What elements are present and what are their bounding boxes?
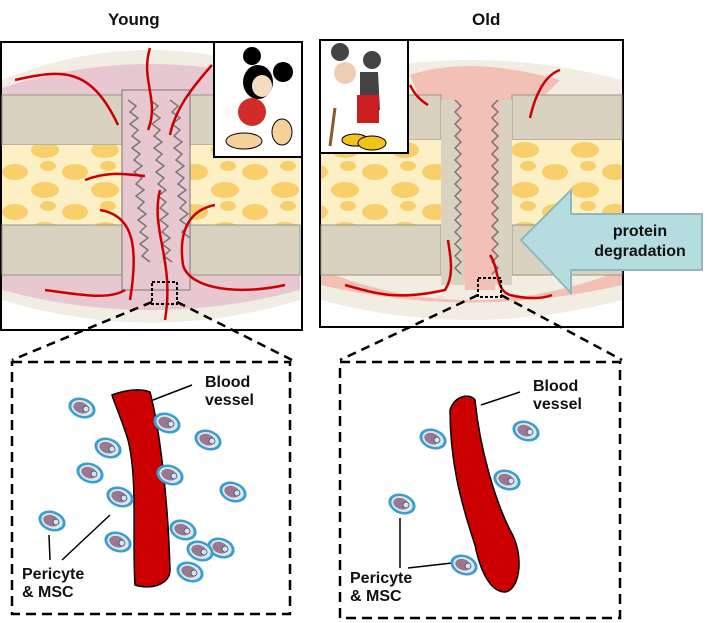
callus — [455, 95, 500, 290]
young-cell-label: Pericyte & MSC — [22, 566, 84, 602]
old-mouse-cartoon-icon — [319, 39, 409, 154]
protein-degradation-arrow — [519, 187, 703, 296]
old-callout-box — [338, 360, 622, 620]
young-callout-box — [10, 360, 292, 616]
pericyte-cell — [68, 397, 96, 419]
old-vessel-label: Blood vessel — [533, 378, 582, 414]
pericyte-cell — [176, 561, 204, 583]
pericyte-cell — [388, 493, 416, 515]
pericyte-cell — [38, 510, 66, 532]
old-fracture-panel — [319, 39, 703, 328]
cell-label-line2: & MSC — [22, 584, 74, 601]
pericyte-cell — [450, 554, 478, 576]
arrow-label-line2: degradation — [594, 243, 686, 260]
callus — [121, 89, 191, 291]
marrow — [2, 145, 122, 225]
vessel-label-line2: vessel — [533, 396, 582, 413]
blood-vessel — [111, 389, 171, 588]
vessel-label-line1: Blood — [533, 378, 579, 395]
pericyte-cell — [76, 462, 104, 484]
pericyte-cell — [94, 437, 122, 459]
blood-vessels — [14, 47, 286, 321]
pericyte-cell — [156, 464, 184, 486]
young-title: Young — [108, 10, 160, 29]
protein-degradation-label: protein degradation — [580, 222, 700, 262]
pericyte-cell — [169, 519, 197, 541]
cell-label-line1: Pericyte — [22, 566, 85, 583]
vessel-label-line1: Blood — [205, 374, 251, 391]
pericyte-cell — [186, 540, 214, 562]
pericyte-cell — [219, 481, 247, 503]
pericyte-cell — [419, 428, 447, 450]
blood-vessels — [344, 68, 561, 300]
cell-label-line1: Pericyte — [350, 570, 413, 587]
old-title: Old — [472, 10, 501, 29]
pericyte-cell — [493, 469, 521, 491]
pericyte-cell — [207, 537, 235, 559]
blood-vessel — [449, 395, 520, 593]
young-mouse-cartoon-icon — [213, 41, 303, 158]
arrow-label-line1: protein — [612, 223, 668, 240]
pericyte-cell — [194, 429, 222, 451]
young-vessel-label: Blood vessel — [205, 374, 254, 410]
pericyte-cell — [153, 412, 181, 434]
pericyte-cell — [104, 531, 132, 553]
cell-label-line2: & MSC — [350, 588, 402, 605]
old-cell-label: Pericyte & MSC — [350, 570, 412, 606]
vessel-label-line2: vessel — [205, 392, 254, 409]
zoom-region-marker — [151, 281, 178, 305]
pericyte-cell — [512, 420, 540, 442]
zoom-connector-lines — [11, 293, 623, 362]
pericyte-cell — [106, 486, 134, 508]
young-fracture-panel — [0, 41, 303, 331]
